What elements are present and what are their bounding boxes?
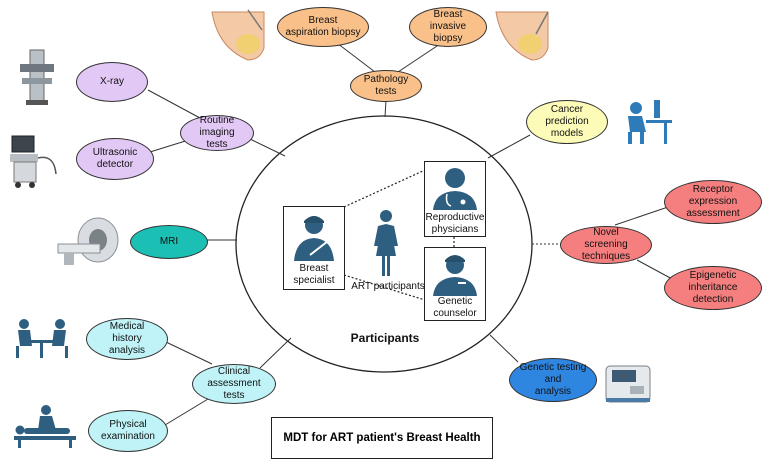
xray-node: X-ray	[76, 62, 148, 102]
reproductive-physicians-card: Reproductive physicians	[424, 161, 486, 237]
sequencer-device-icon	[605, 365, 651, 403]
epigenetic-inheritance-detection-node: Epigenetic inheritance detection	[664, 266, 762, 310]
connector-imaging	[247, 137, 286, 157]
connector-epigenetic	[636, 259, 675, 281]
mri-node: MRI	[130, 225, 208, 259]
woman-icon	[374, 210, 398, 276]
diagram-title: MDT for ART patient's Breast Health	[271, 417, 493, 459]
connector-xray	[147, 89, 201, 119]
art-participants-label: ART participants	[351, 281, 425, 292]
clinical-assessment-tests-node: Clinical assessment tests	[192, 364, 276, 404]
connector-pathology	[384, 99, 387, 118]
genetic-testing-analysis-node: Genetic testing and analysis	[509, 358, 597, 402]
connector-medical	[165, 341, 213, 365]
breast-specialist-card: Breast specialist	[283, 206, 345, 290]
medical-history-analysis-node: Medical history analysis	[86, 318, 168, 360]
mri-scanner-icon	[57, 217, 119, 265]
genetic-counselor-card: Genetic counselor	[424, 247, 486, 321]
receptor-expression-assessment-node: Receptor expression assessment	[664, 180, 762, 224]
connector-genetic	[489, 334, 519, 363]
link-specialist-reproductive	[343, 169, 426, 208]
doctor-icon	[433, 168, 477, 210]
breast-aspiration-biopsy-node: Breast aspiration biopsy	[277, 7, 369, 47]
consultation-icon	[16, 319, 68, 358]
genetic-counselor-label: Genetic counselor	[433, 296, 477, 319]
connector-clinical	[259, 337, 292, 369]
breast-tissue-icon	[495, 11, 549, 61]
mammography-machine-icon	[20, 49, 54, 105]
routine-imaging-tests-node: Routine imaging tests	[180, 115, 254, 151]
ultrasound-machine-icon	[10, 135, 57, 188]
doctor-icon	[433, 255, 477, 296]
cancer-prediction-models-node: Cancer prediction models	[526, 100, 608, 144]
doctor-icon	[294, 216, 334, 261]
pathology-tests-node: Pathology tests	[350, 70, 422, 102]
connector-receptor	[614, 206, 669, 226]
reproductive-physicians-label: Reproductive physicians	[425, 212, 485, 235]
breast-invasive-biopsy-node: Breast invasive biopsy	[409, 7, 487, 47]
connector-cancer	[487, 134, 531, 159]
computer-user-icon	[628, 100, 672, 144]
novel-screening-techniques-node: Novel screening techniques	[560, 226, 652, 264]
participants-label: Participants	[350, 331, 420, 345]
physical-examination-node: Physical examination	[88, 410, 168, 452]
ultrasonic-detector-node: Ultrasonic detector	[76, 138, 154, 180]
physical-exam-icon	[14, 405, 76, 448]
breast-tissue-icon	[211, 9, 265, 61]
breast-specialist-label: Breast specialist	[293, 263, 335, 286]
